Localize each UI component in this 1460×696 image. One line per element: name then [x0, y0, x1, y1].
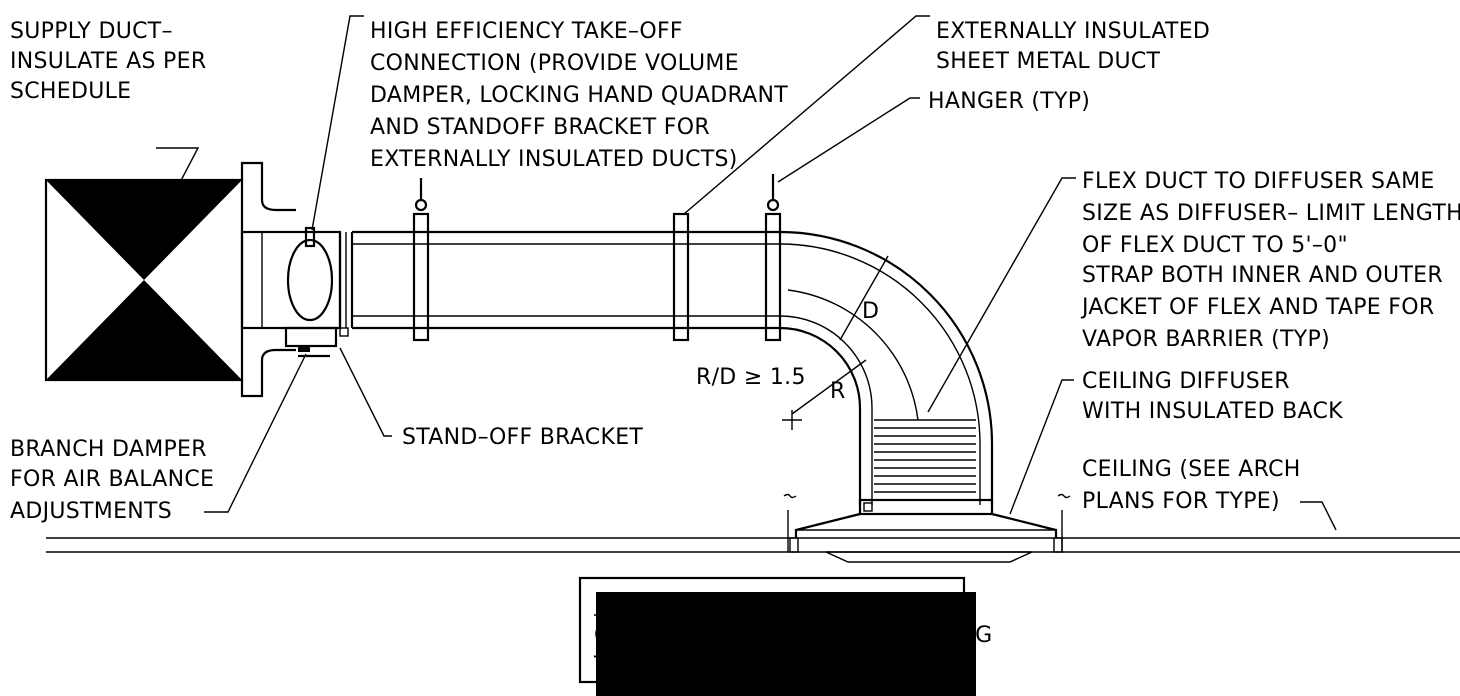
ceiling-line — [46, 537, 1460, 553]
note-line-2: TYPE WITH CEILING TYPE — [593, 653, 876, 678]
flex-duct-line-2: SIZE AS DIFFUSER– LIMIT LENGTH — [1082, 201, 1460, 226]
flex-duct-line-6: VAPOR BARRIER (TYP) — [1082, 327, 1330, 352]
supply-duct — [44, 161, 296, 398]
branch-damper-line-3: ADJUSTMENTS — [10, 499, 172, 524]
note-text: NOTE: COORDINATE DIFFUSER MOUNTING TYPE … — [593, 591, 993, 678]
take-off-line-3: DAMPER, LOCKING HAND QUADRANT — [370, 83, 788, 108]
duct-straps — [412, 174, 782, 342]
flex-duct-line-3: OF FLEX DUCT TO 5'–0" — [1082, 233, 1348, 258]
supply-duct-line-3: SCHEDULE — [10, 79, 131, 104]
take-off-line-2: CONNECTION (PROVIDE VOLUME — [370, 51, 739, 76]
take-off-line-1: HIGH EFFICIENCY TAKE–OFF — [370, 19, 683, 44]
label-branch-damper: BRANCH DAMPER FOR AIR BALANCE ADJUSTMENT… — [10, 437, 214, 524]
duct-elbow — [779, 230, 994, 505]
ext-insulated-line-2: SHEET METAL DUCT — [936, 49, 1161, 74]
note-title: NOTE: — [594, 591, 664, 616]
label-hanger: HANGER (TYP) — [928, 89, 1090, 114]
label-flex-duct: FLEX DUCT TO DIFFUSER SAME SIZE AS DIFFU… — [1080, 169, 1460, 352]
supply-duct-line-2: INSULATE AS PER — [10, 49, 206, 74]
label-standoff-bracket: STAND–OFF BRACKET — [402, 425, 643, 450]
dimension-r: R — [830, 379, 846, 404]
label-take-off: HIGH EFFICIENCY TAKE–OFF CONNECTION (PRO… — [370, 19, 788, 172]
label-supply-duct: SUPPLY DUCT– INSULATE AS PER SCHEDULE — [10, 19, 206, 104]
label-ceiling-diffuser: CEILING DIFFUSER WITH INSULATED BACK — [1082, 369, 1343, 424]
ceiling-line-2: PLANS FOR TYPE) — [1082, 489, 1280, 514]
branch-damper-line-1: BRANCH DAMPER — [10, 437, 207, 462]
branch-damper-line-2: FOR AIR BALANCE — [10, 467, 214, 492]
label-ext-insulated: EXTERNALLY INSULATED SHEET METAL DUCT — [936, 19, 1210, 74]
note-line-1: COORDINATE DIFFUSER MOUNTING — [594, 623, 993, 648]
flex-duct-line-5: JACKET OF FLEX AND TAPE FOR — [1080, 295, 1434, 320]
dimension-d: D — [862, 299, 879, 324]
flex-duct — [874, 419, 976, 493]
flex-duct-line-1: FLEX DUCT TO DIFFUSER SAME — [1082, 169, 1435, 194]
sheet-metal-duct — [352, 230, 780, 330]
flex-duct-line-4: STRAP BOTH INNER AND OUTER — [1082, 263, 1443, 288]
ceiling-diffuser-line-1: CEILING DIFFUSER — [1082, 369, 1290, 394]
take-off-connection — [240, 226, 354, 358]
ceiling-diffuser-line-2: WITH INSULATED BACK — [1082, 399, 1343, 424]
take-off-line-5: EXTERNALLY INSULATED DUCTS) — [370, 147, 738, 172]
label-ceiling: CEILING (SEE ARCH PLANS FOR TYPE) — [1082, 457, 1301, 514]
leader-lines — [156, 15, 1337, 531]
elbow-dimensions — [782, 255, 919, 430]
ceiling-line-1: CEILING (SEE ARCH — [1082, 457, 1301, 482]
note-box — [578, 576, 976, 696]
ext-insulated-line-1: EXTERNALLY INSULATED — [936, 19, 1210, 44]
ratio-label: R/D ≥ 1.5 — [696, 365, 806, 390]
take-off-line-4: AND STANDOFF BRACKET FOR — [370, 115, 710, 140]
supply-duct-line-1: SUPPLY DUCT– — [10, 19, 173, 44]
